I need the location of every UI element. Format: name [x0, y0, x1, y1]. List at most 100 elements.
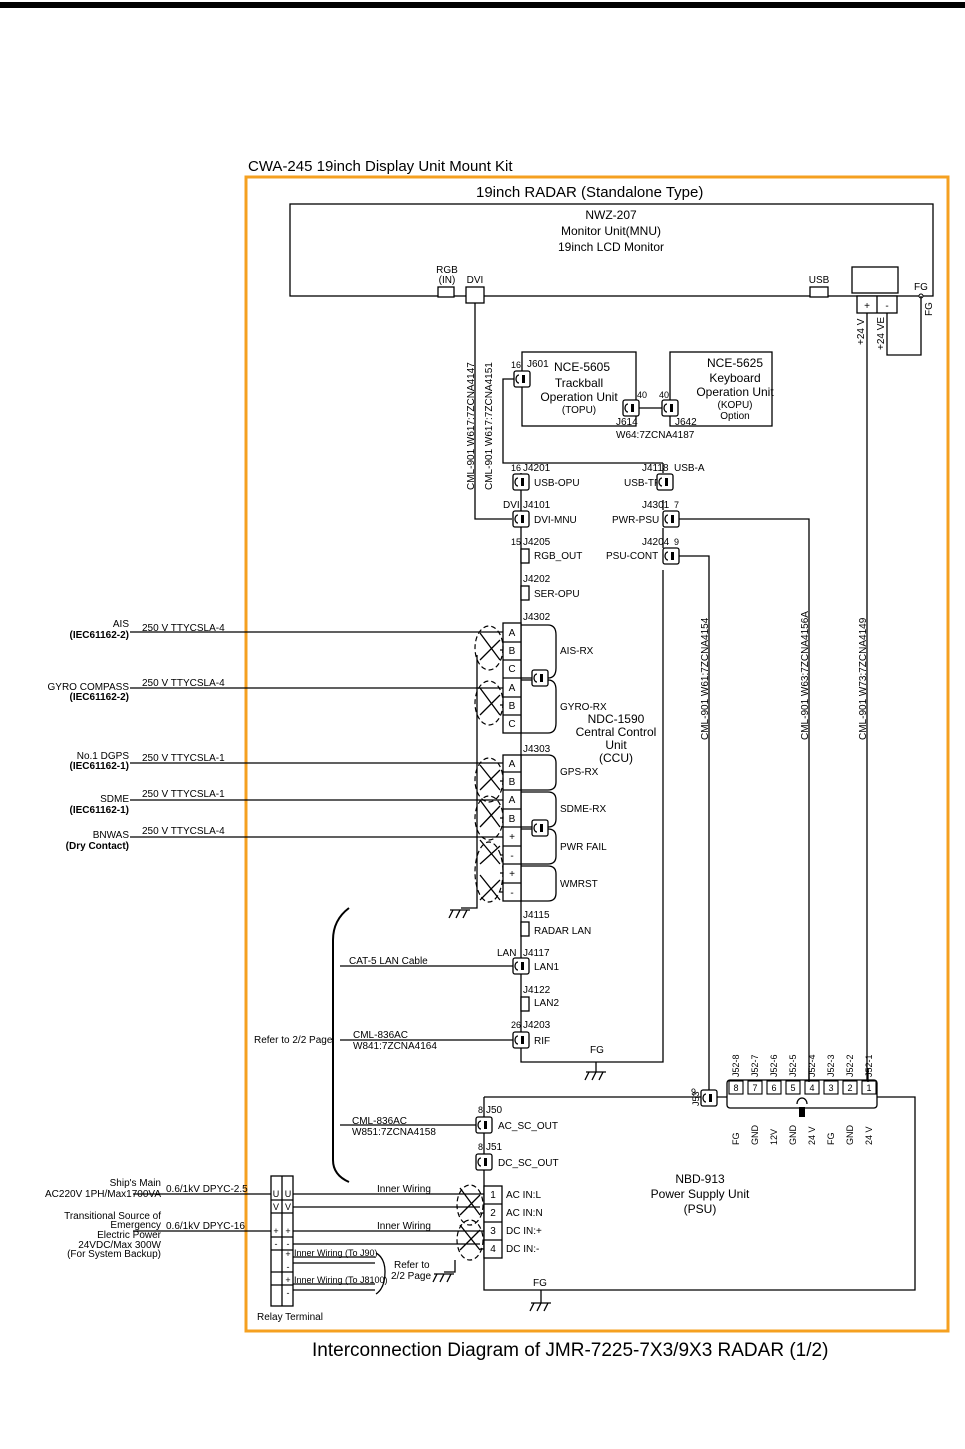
- ccu-model: NDC-1590: [588, 712, 645, 726]
- ac-cable2-label: W851:7ZCNA4158: [352, 1127, 436, 1138]
- rif-cable1-label: CML-836AC: [353, 1030, 408, 1041]
- cable-w64-label: W64:7ZCNA4187: [616, 430, 695, 441]
- pin-ais-b: B: [509, 646, 516, 657]
- pwr-psu-label: PWR-PSU: [612, 515, 659, 526]
- psu-abbr: (PSU): [684, 1202, 717, 1216]
- pin-pwrfail-plus: +: [509, 832, 515, 843]
- relay-t-v2: V: [285, 1202, 291, 1212]
- j4303-label: J4303: [523, 744, 551, 755]
- j52-signal-label: 24 V: [864, 1126, 874, 1145]
- svg-text:-: -: [287, 1288, 290, 1298]
- j52-pin-cell: [785, 1080, 801, 1095]
- page-title: Interconnection Diagram of JMR-7225-7X3/…: [312, 1340, 828, 1361]
- j51-connector: [475, 1153, 493, 1171]
- psu-in-label-2: AC IN:N: [506, 1208, 543, 1219]
- j52-pin-number: 6: [771, 1083, 776, 1093]
- pin-wmrst-minus: -: [510, 888, 513, 899]
- j53-connector: [700, 1089, 718, 1107]
- monitor-name: Monitor Unit(MNU): [561, 224, 661, 238]
- svg-text:+: +: [285, 1275, 290, 1285]
- j52-conn-label: J52-6: [769, 1054, 779, 1077]
- j52-conn-label: J52-3: [826, 1054, 836, 1077]
- pin-pwrfail-minus: -: [510, 851, 513, 862]
- input-bnwas-cable: 250 V TTYCSLA-4: [142, 826, 225, 837]
- kopu-pin40: 40: [659, 390, 669, 400]
- monitor-model: NWZ-207: [585, 208, 637, 222]
- lan2-label: LAN2: [534, 998, 559, 1009]
- monitor-unit-box: [289, 203, 934, 297]
- rif-cable2-label: W841:7ZCNA4164: [353, 1041, 437, 1052]
- gyro-rx-label: GYRO-RX: [560, 702, 607, 713]
- ccu-name2: Unit: [605, 738, 627, 752]
- j52-pin-cell: [842, 1080, 858, 1095]
- j4202-label: J4202: [523, 574, 551, 585]
- j4101-connector: [512, 510, 530, 528]
- input-dgps-std: (IEC61162-1): [70, 761, 129, 772]
- j52-signal-label: FG: [826, 1133, 836, 1146]
- j4203-pin: 26: [511, 1020, 521, 1030]
- refer-to-label: Refer to: [394, 1260, 430, 1271]
- inner-wiring-2: Inner Wiring: [377, 1221, 431, 1232]
- j4117-connector: [512, 957, 530, 975]
- j4203-label: J4203: [523, 1020, 551, 1031]
- refer-page-label: Refer to 2/2 Page: [254, 1035, 333, 1046]
- j52-terminals: J52-88FGJ52-77GNDJ52-6612VJ52-55GNDJ52-4…: [728, 1054, 877, 1146]
- monitor-24v-label: +24 V: [856, 318, 867, 345]
- monitor-fg2-label: FG: [924, 302, 935, 316]
- pin-ais-c: C: [508, 664, 515, 675]
- kopu-name2: Operation Unit: [696, 385, 774, 399]
- ships-main-line2: AC220V 1PH/Max1700VA: [45, 1189, 161, 1200]
- j4118-label: J4118: [642, 463, 669, 474]
- j52-conn-label: J52-5: [788, 1054, 798, 1077]
- cable-w617b-label: CML-901 W617:7ZCNA4151: [484, 362, 495, 490]
- j50-connector: [475, 1116, 493, 1134]
- topu-abbr: (TOPU): [562, 405, 596, 416]
- topu-model: NCE-5605: [554, 360, 610, 374]
- monitor-minus-label: -: [885, 301, 888, 312]
- j4117-label: J4117: [523, 948, 550, 959]
- j52-pin-cell: [728, 1080, 744, 1095]
- lan-cable-label: CAT-5 LAN Cable: [349, 956, 428, 967]
- relay-t-u2: U: [285, 1189, 292, 1199]
- j4115-label: J4115: [523, 910, 550, 921]
- j52-conn-label: J52-1: [864, 1054, 874, 1077]
- j52-pin-number: 7: [752, 1083, 757, 1093]
- j4301-connector: [662, 510, 680, 528]
- svg-text:-: -: [287, 1262, 290, 1272]
- j52-pin-cell: [823, 1080, 839, 1095]
- j4101-dvi-label: DVI: [503, 500, 520, 511]
- kopu-name1: Keyboard: [709, 371, 760, 385]
- cable-w73-label: CML-901 W73:7ZCNA4149: [858, 617, 869, 740]
- kit-title: CWA-245 19inch Display Unit Mount Kit: [248, 158, 513, 175]
- trans-line3: Electric Power: [97, 1230, 162, 1241]
- monitor-fg-label: FG: [914, 282, 928, 293]
- ccu-fg-label: FG: [590, 1045, 604, 1056]
- input-ais-cable: 250 V TTYCSLA-4: [142, 623, 225, 634]
- cable-w61-label: CML-901 W61:7ZCNA4154: [700, 617, 711, 740]
- j51-label: J51: [486, 1142, 503, 1153]
- j4302-label: J4302: [523, 612, 551, 623]
- topu-name1: Trackball: [555, 376, 603, 390]
- monitor-rgb-label-2: (IN): [439, 275, 456, 286]
- j52-pin-number: 3: [828, 1083, 833, 1093]
- j52-pin-number: 4: [809, 1083, 814, 1093]
- j4201-connector: [512, 473, 530, 491]
- pin-gps-b: B: [509, 777, 516, 788]
- psu-name: Power Supply Unit: [651, 1187, 750, 1201]
- monitor-rgb-label: RGB: [436, 265, 458, 276]
- topu-box: [521, 351, 637, 427]
- j4205-pin: 15: [511, 537, 521, 547]
- j52-pin-cell: [861, 1080, 877, 1095]
- kopu-box: [669, 351, 773, 427]
- pin-gyro-a: A: [509, 683, 516, 694]
- pin-gps-a: A: [509, 759, 516, 770]
- j52-signal-label: FG: [731, 1133, 741, 1146]
- input-sdme-cable: 250 V TTYCSLA-1: [142, 789, 225, 800]
- j4117-lan-label: LAN: [497, 948, 516, 959]
- kopu-j642: J642: [675, 417, 697, 428]
- j52-conn-label: J52-8: [731, 1054, 741, 1077]
- monitor-power-connector: [851, 266, 899, 294]
- trans-line5: (For System Backup): [67, 1249, 161, 1260]
- j52-conn-label: J52-4: [807, 1054, 817, 1077]
- inner-wiring-1: Inner Wiring: [377, 1184, 431, 1195]
